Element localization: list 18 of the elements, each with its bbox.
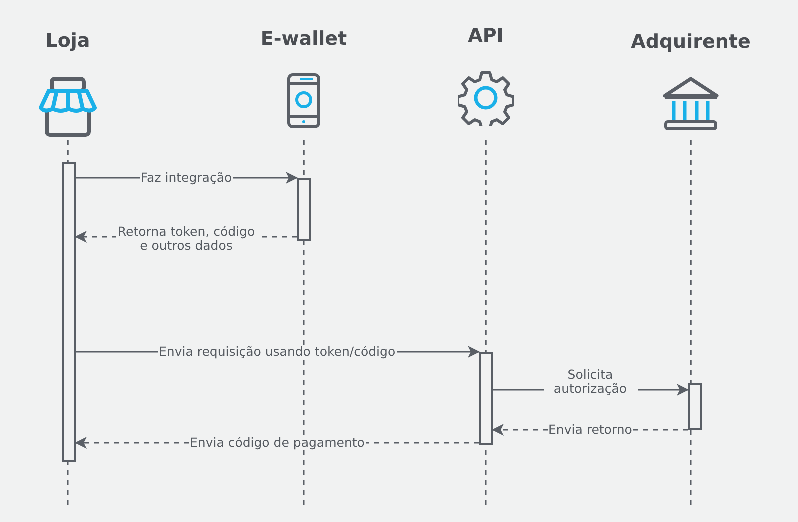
participant-name: Adquirente xyxy=(631,31,751,53)
participant-name: Loja xyxy=(46,30,90,52)
edge-label: Solicita autorização xyxy=(544,368,638,396)
lifeline xyxy=(67,140,69,162)
lifeline xyxy=(690,140,692,383)
lifeline xyxy=(485,140,487,352)
participant-name: E-wallet xyxy=(260,28,348,50)
activation-bar xyxy=(479,352,493,445)
activation-bar xyxy=(688,383,702,430)
edge-label: Envia retorno xyxy=(548,423,634,437)
edge-label: Retorna token, código e outros dados xyxy=(116,225,258,253)
edge-label: Faz integração xyxy=(140,171,234,185)
edge-label: Envia requisição usando token/código xyxy=(158,345,397,359)
activation-bar xyxy=(62,162,76,462)
participant-name: API xyxy=(468,25,504,47)
activation-bar xyxy=(297,178,311,241)
lifeline xyxy=(303,140,305,178)
edge-label: Envia código de pagamento xyxy=(189,436,366,450)
